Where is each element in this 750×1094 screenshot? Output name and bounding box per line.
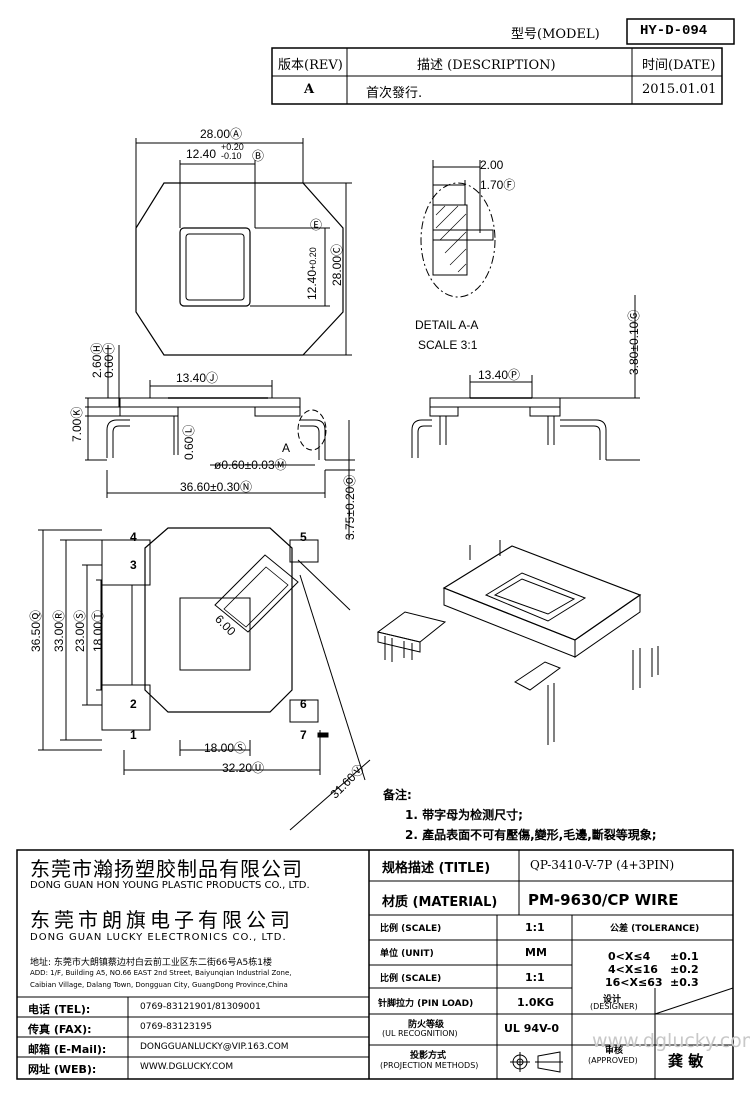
tolerance-label: 公差 (TOLERANCE)	[610, 924, 700, 934]
side-dim-060b: 0.60Ⓛ	[182, 424, 196, 460]
pin-1: 1	[130, 728, 137, 742]
detail-title: DETAIL A-A	[415, 318, 479, 332]
date-value: 2015.01.01	[642, 82, 717, 97]
designer-label-cn: 设计	[603, 995, 622, 1005]
tol-range-3: 16<X≤63	[605, 976, 663, 989]
approved-value: 龚 敏	[668, 1052, 704, 1070]
desc-label: 描述 (DESCRIPTION)	[417, 58, 556, 73]
dim-width-28: 28.00Ⓐ	[200, 127, 243, 141]
pin-3: 3	[130, 558, 137, 572]
pinload-label: 针脚拉力 (PIN LOAD)	[378, 999, 474, 1009]
desc-value: 首次發行.	[366, 86, 423, 101]
web-label: 网址 (WEB):	[28, 1063, 97, 1076]
model-value: HY-D-094	[640, 23, 708, 39]
company-name2-cn: 东莞市朗旗电子有限公司	[30, 908, 294, 932]
scale-value: 1:1	[525, 921, 545, 934]
tol-value-3: ±0.3	[670, 976, 699, 989]
dim-mark-b: Ⓑ	[252, 149, 265, 163]
rev-label: 版本(REV)	[278, 58, 343, 73]
tol-range-2: 4<X≤16	[608, 963, 658, 976]
detail-dim-380: 3.80±0.10Ⓖ	[627, 309, 641, 375]
company-addr-en1: ADD: 1/F, Building A5, NO.66 EAST 2nd St…	[30, 969, 292, 977]
company-addr-cn: 地址: 东莞市大朗镇蔡边村白云前工业区东二街66号A5栋1楼	[30, 958, 272, 968]
tol-value-2: ±0.2	[670, 963, 699, 976]
detail-scale: SCALE 3:1	[418, 338, 478, 352]
side-dim-1340: 13.40Ⓙ	[176, 371, 219, 385]
date-label: 时间(DATE)	[642, 58, 716, 73]
scale-label: 比例 (SCALE)	[380, 924, 442, 934]
side-dim-3660: 36.60±0.30Ⓝ	[180, 480, 252, 494]
scale2-value: 1:1	[525, 971, 545, 984]
side2-dim-1340: 13.40Ⓟ	[478, 368, 521, 382]
pin-5: 5	[300, 530, 307, 544]
dim-tol-minus: -0.10	[221, 151, 242, 161]
dim-height-12: 12.40+0.20	[305, 247, 319, 300]
bottom-dim-1800v: 18.00Ⓣ	[91, 609, 105, 652]
notes-item-1: 1. 带字母为检测尺寸;	[405, 808, 523, 822]
pin-7: 7	[300, 728, 307, 742]
dim-width-12: 12.40	[186, 147, 217, 161]
fax-value: 0769-83123195	[140, 1022, 212, 1032]
company-name2-en: DONG GUAN LUCKY ELECTRONICS CO., LTD.	[30, 932, 287, 943]
dim-mark-e: Ⓔ	[310, 218, 323, 232]
unit-value: MM	[525, 946, 547, 959]
mail-label: 邮箱 (E-Mail):	[28, 1043, 107, 1056]
tel-value: 0769-83121901/81309001	[140, 1002, 261, 1012]
ul-value: UL 94V-0	[504, 1022, 560, 1035]
web-value[interactable]: WWW.DGLUCKY.COM	[140, 1062, 234, 1072]
pin-2: 2	[130, 697, 137, 711]
ul-label-cn: 防火等级	[408, 1020, 445, 1030]
rev-value: A	[304, 82, 315, 97]
fax-label: 传真 (FAX):	[28, 1023, 92, 1036]
material-value: PM-9630/CP WIRE	[528, 891, 679, 909]
tel-label: 电话 (TEL):	[28, 1003, 91, 1016]
approved-label-cn: 审核	[605, 1046, 624, 1056]
bottom-dim-2300: 23.00Ⓢ	[73, 609, 87, 652]
pinload-value: 1.0KG	[517, 996, 555, 1009]
pin-6: 6	[300, 697, 307, 711]
tol-value-1: ±0.1	[670, 950, 699, 963]
ul-label-en: (UL RECOGNITION)	[382, 1029, 458, 1038]
title-label: 规格描述 (TITLE)	[382, 861, 491, 876]
bottom-dim-3220: 32.20Ⓤ	[222, 761, 265, 775]
pin-4: 4	[130, 530, 137, 544]
unit-label: 单位 (UNIT)	[380, 949, 434, 959]
title-value: QP-3410-V-7P (4+3PIN)	[530, 858, 675, 872]
notes-item-2: 2. 產品表面不可有壓傷,變形,毛邊,斷裂等現象;	[405, 828, 657, 842]
approved-label-en: (APPROVED)	[588, 1056, 638, 1065]
bottom-dim-1800h: 18.00Ⓢ	[204, 741, 247, 755]
detail-dim-200: 2.00	[480, 158, 504, 172]
proj-label-en: (PROJECTION METHODS)	[380, 1061, 479, 1070]
dim-tol-plus: +0.20	[221, 142, 244, 152]
bottom-dim-3650: 36.50Ⓠ	[29, 609, 43, 652]
mail-value[interactable]: DONGGUANLUCKY@VIP.163.COM	[140, 1042, 289, 1052]
side-dim-060a: 0.60Ⓘ	[102, 342, 116, 378]
side-dim-700: 7.00Ⓚ	[70, 406, 84, 442]
company-addr-en2: Caibian Village, Dalang Town, Dongguan C…	[30, 981, 288, 989]
dim-height-28: 28.00Ⓒ	[330, 243, 344, 286]
material-label: 材质 (MATERIAL)	[382, 895, 498, 910]
side-label-a: A	[282, 441, 291, 455]
bottom-dim-3300: 33.00Ⓡ	[52, 609, 66, 652]
tol-range-1: 0<X≤4	[608, 950, 651, 963]
side-dia: ø0.60±0.03Ⓜ	[214, 458, 287, 472]
detail-dim-170: 1.70Ⓕ	[480, 178, 516, 192]
designer-label-en: (DESIGNER)	[590, 1002, 638, 1011]
proj-label-cn: 投影方式	[410, 1051, 447, 1061]
company-name1-cn: 东莞市瀚扬塑胶制品有限公司	[30, 857, 303, 881]
watermark: www.dglucky.com	[592, 1030, 750, 1052]
side-dim-375: 3.75±0.20Ⓞ	[343, 474, 357, 540]
notes-title: 备注:	[383, 788, 412, 802]
company-name1-en: DONG GUAN HON YOUNG PLASTIC PRODUCTS CO.…	[30, 880, 310, 891]
scale2-label: 比例 (SCALE)	[380, 974, 442, 984]
model-label: 型号(MODEL)	[511, 27, 600, 42]
